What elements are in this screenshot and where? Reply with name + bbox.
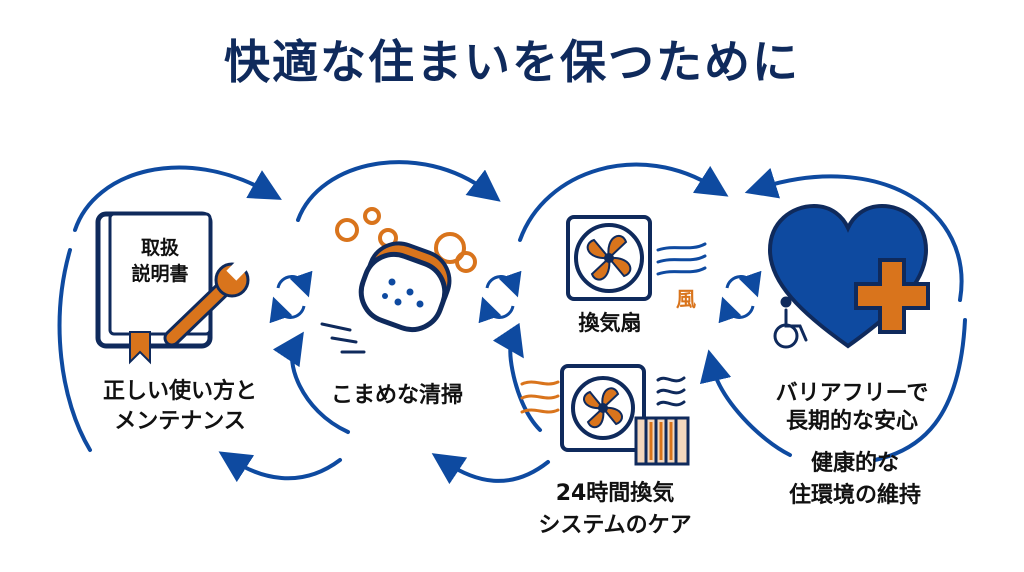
loop-arrow-mid-3 [699,349,792,457]
node-3-label-line-2: システムのケア [538,513,691,538]
sponge-with-bubbles-icon [320,207,477,354]
page-title: 快適な住まいを保つために [224,35,800,89]
loop-arrow-mid-1 [272,331,350,434]
node-3-label-line-1: 24時間換気 [556,480,675,506]
loop-arrow-top-4 [744,167,964,302]
loop-arrow-top-1 [73,165,282,232]
node-4-sub-label-line-1: 健康的な [811,450,899,476]
wind-label: 風 [676,287,696,311]
ventilation-unit-icon [520,364,690,466]
loop-arrow-bottom-2 [431,453,550,485]
heart-plus-wheelchair-icon [767,203,930,349]
loop-arrow-top-2 [296,160,501,222]
node-1-label-line-1: 正しい使い方と [103,378,257,404]
loop-arrow-top-3 [518,162,729,242]
loop-arrow-bottom-1 [218,451,342,483]
ventilation-fan-icon [566,215,707,301]
node-2-label: こまめな清掃 [331,382,463,408]
fan-label: 換気扇 [579,311,642,335]
manual-and-wrench-icon: 取扱 説明書 [95,211,250,365]
rotation-glyphs [269,270,762,324]
manual-text-line-2: 説明書 [131,262,188,285]
loop-arrow-left [57,248,92,452]
node-4-sub-label-line-2: 住環境の維持 [789,482,921,508]
rotate-icon-1 [269,270,313,324]
wheelchair-icon [773,296,808,349]
node-4-label-line-1: バリアフリーで [776,381,929,406]
loop-arrow-right [873,318,967,462]
rotate-icon-2 [478,270,522,324]
node-1-label-line-2: メンテナンス [114,409,246,434]
node-4-label-line-2: 長期的な安心 [786,408,918,434]
rotate-icon-3 [718,270,762,324]
manual-text-line-1: 取扱 [141,236,180,259]
cycle-arrows [57,160,967,485]
loop-arrow-mid-2 [492,322,542,432]
wrench-icon [163,259,250,347]
